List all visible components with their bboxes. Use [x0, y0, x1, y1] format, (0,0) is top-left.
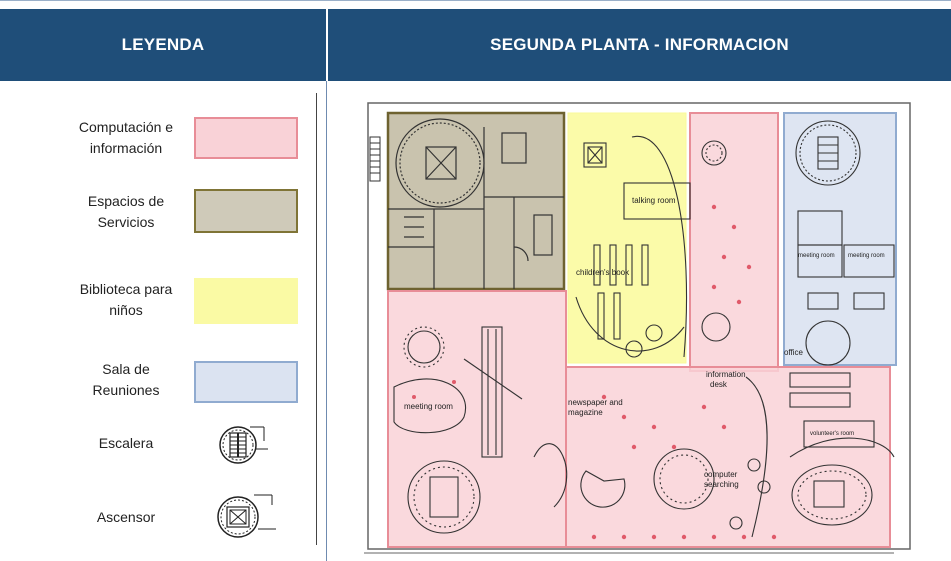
label-volunteers-room: volunteer's room	[810, 431, 854, 437]
legend-title: LEYENDA	[121, 35, 205, 54]
floor-plan: talking room children's book meeting roo…	[364, 102, 911, 554]
legend-swatch-meetings	[194, 361, 298, 403]
legend-label-line: Espacios de	[87, 193, 165, 209]
label-childrens-book: children's book	[576, 268, 630, 277]
label-searching: searching	[704, 480, 739, 489]
legend-label-line: Reuniones	[92, 382, 160, 398]
seat-markers	[412, 204, 777, 540]
legend-right-rule	[316, 93, 317, 545]
legend-label-meetings: Sala de Reuniones	[60, 359, 192, 401]
left-stair-stub	[369, 136, 381, 182]
zone-computing-upper	[689, 112, 779, 372]
legend-label-line: Sala de	[102, 361, 150, 377]
legend-label-computing: Computación e información	[60, 117, 192, 159]
label-talking-room: talking room	[632, 196, 676, 205]
elevator-icon	[217, 494, 276, 538]
legend-label-line: Servicios	[97, 214, 155, 230]
legend-swatch-computing	[194, 117, 298, 159]
label-newspaper: newspaper and	[568, 398, 623, 407]
meetings-furniture	[795, 120, 895, 366]
stairs-icon	[219, 426, 268, 464]
label-office: office	[784, 348, 804, 357]
legend-label-line: Computación e	[78, 119, 174, 135]
label-meeting-room-left: meeting room	[404, 402, 453, 411]
legend-label-services: Espacios de Servicios	[60, 191, 192, 233]
legend-label-stairs: Escalera	[98, 435, 154, 451]
zone-meetings	[783, 112, 897, 366]
legend-swatch-kids	[194, 278, 298, 324]
legend-header: LEYENDA	[0, 9, 326, 81]
legend-label-line: niños	[109, 302, 143, 318]
legend-label-kids: Biblioteca para niños	[60, 279, 192, 321]
label-magazine: magazine	[568, 408, 603, 417]
legend-label-elevator: Ascensor	[96, 509, 156, 525]
services-walls	[388, 118, 564, 289]
zone-services	[386, 111, 566, 291]
computing-left-furniture	[393, 326, 568, 534]
label-meeting-room-1: meeting room	[798, 253, 835, 259]
plan-outline	[367, 102, 911, 550]
label-information: information	[706, 370, 746, 379]
legend-swatch-services	[194, 189, 298, 233]
label-desk: desk	[710, 380, 728, 389]
label-meeting-room-2: meeting room	[848, 253, 885, 259]
plan-title: SEGUNDA PLANTA - INFORMACION	[490, 35, 789, 54]
zone-kids	[567, 112, 687, 364]
zone-computing-left	[387, 290, 567, 548]
legend-label-line: Biblioteca para	[79, 281, 173, 297]
zone-computing-bottom	[565, 366, 891, 548]
kids-furniture	[575, 135, 691, 358]
header-separator	[326, 9, 328, 81]
computing-bottom-furniture	[580, 372, 895, 530]
plan-header: SEGUNDA PLANTA - INFORMACION	[328, 9, 951, 81]
column-divider	[326, 81, 327, 561]
legend-label-line: información	[89, 140, 163, 156]
label-computer: computer	[704, 470, 738, 479]
computing-upper-furniture	[701, 140, 768, 538]
